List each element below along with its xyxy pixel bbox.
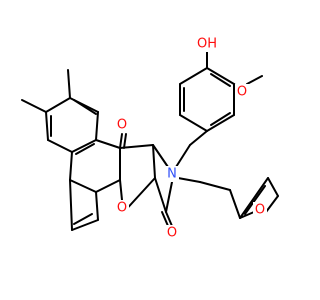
bond-27 — [244, 185, 266, 215]
bond-41 — [45, 97, 71, 113]
atom-o-methoxy: O — [235, 84, 249, 100]
bond-13 — [175, 144, 191, 168]
bond-7 — [210, 73, 231, 87]
bond-29 — [119, 133, 123, 149]
atom-label-n-pyrrole: N — [167, 167, 177, 182]
bond-23 — [239, 211, 255, 219]
bond-16 — [154, 177, 167, 213]
bond-20 — [177, 177, 201, 183]
bond-44 — [75, 143, 95, 155]
bond-32 — [71, 139, 97, 153]
bond-34 — [69, 179, 97, 193]
atom-label-o-lactam: O — [167, 226, 177, 241]
bond-21 — [199, 181, 231, 191]
bond-52 — [73, 213, 93, 225]
bond-24 — [265, 195, 279, 213]
atom-label-o-pyran: O — [117, 201, 127, 216]
bond-22 — [229, 189, 241, 219]
bond-50 — [71, 219, 99, 231]
bond-43 — [47, 139, 73, 153]
atom-label-o-methoxy: O — [237, 85, 247, 100]
atom-label-group: OH O O N O O O — [115, 36, 267, 241]
bond-17 — [165, 181, 173, 213]
bond-30 — [123, 133, 127, 149]
bond-6 — [179, 67, 208, 85]
bond-group — [21, 51, 279, 231]
bond-4 — [179, 114, 208, 132]
bond-18 — [165, 211, 173, 227]
bond-42 — [45, 111, 49, 141]
bond-25 — [267, 177, 279, 197]
atom-n-pyrrole: N — [165, 166, 179, 182]
bond-19 — [161, 211, 169, 227]
bond-14 — [152, 144, 169, 168]
bond-39 — [95, 111, 99, 141]
bond-35 — [95, 179, 121, 193]
bond-12 — [189, 130, 208, 146]
bond-51 — [69, 179, 73, 231]
atom-label-oh: OH — [197, 37, 217, 52]
atom-o-furan: O — [253, 202, 267, 218]
atom-o-lactam: O — [165, 225, 179, 241]
bond-8 — [210, 112, 231, 126]
atom-o-ketone: O — [115, 117, 129, 133]
atom-oh: OH — [195, 36, 219, 52]
bond-33 — [69, 151, 73, 181]
bond-48 — [21, 99, 47, 113]
bond-3 — [206, 114, 235, 132]
bond-15 — [152, 144, 156, 179]
atom-label-o-ketone: O — [117, 118, 127, 133]
bond-1 — [206, 67, 235, 85]
chemical-structure-diagram: OH O O N O O O — [21, 36, 279, 241]
bond-49 — [95, 191, 99, 221]
bond-46 — [73, 99, 97, 115]
atom-o-pyran: O — [115, 200, 129, 216]
bond-37 — [119, 179, 123, 201]
bond-28 — [119, 144, 154, 149]
atom-label-o-furan: O — [255, 203, 265, 218]
bond-47 — [67, 69, 71, 99]
bond-31 — [95, 139, 121, 149]
bond-11 — [246, 75, 263, 85]
bond-26 — [239, 177, 269, 219]
